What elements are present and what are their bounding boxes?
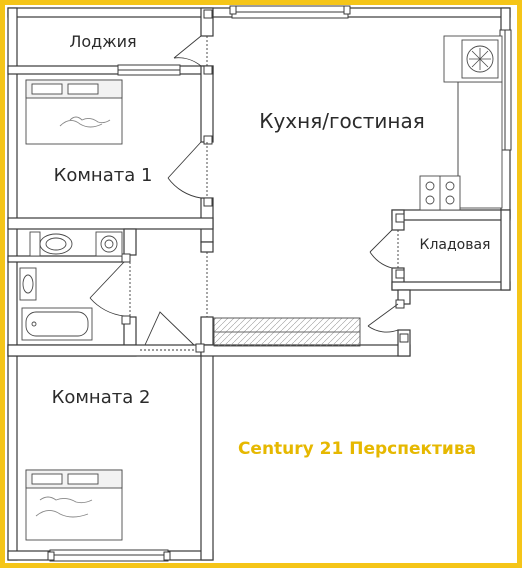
stove-icon	[425, 181, 455, 205]
wall-room1-bottom	[7, 217, 214, 230]
wall-kitchen-bottom	[200, 344, 411, 357]
wall-storage-bottom	[391, 281, 511, 291]
wall-left	[7, 7, 18, 561]
wall-right-storage	[500, 209, 511, 291]
door-kitchen	[367, 303, 399, 333]
wall-room2-top	[7, 344, 214, 357]
room-label-room2: Комната 2	[52, 387, 151, 408]
door-room1	[167, 141, 202, 199]
door-storage	[369, 229, 393, 269]
sink-icon	[19, 267, 37, 301]
door-loggia	[173, 35, 202, 67]
fridge-icon	[461, 39, 499, 79]
door-room2	[144, 311, 195, 346]
wall-center-mid	[200, 65, 214, 143]
wall-room2-right	[200, 344, 214, 561]
bathtub-icon	[21, 307, 93, 341]
room-label-room1: Комната 1	[54, 165, 153, 186]
room-label-kitchen: Кухня/гостиная	[259, 109, 424, 133]
bed-room1-icon	[25, 79, 123, 145]
doors	[89, 35, 399, 351]
toilet-icon	[29, 231, 73, 257]
brand-watermark: Century 21 Перспектива	[238, 439, 476, 459]
bed-room2-icon	[25, 469, 123, 541]
wall-corridor-upper	[200, 241, 214, 253]
furniture	[19, 35, 503, 541]
wardrobe-icon	[213, 317, 361, 347]
wall-bath-right	[123, 228, 137, 256]
washing-machine-icon	[95, 231, 123, 257]
room-label-storage: Кладовая	[420, 237, 491, 253]
windows	[47, 5, 512, 562]
door-bath	[89, 261, 125, 317]
wall-toilet-divider	[7, 255, 125, 263]
wall-loggia-bottom	[7, 65, 214, 75]
wall-storage-top	[391, 209, 511, 221]
room-label-loggia: Лоджия	[69, 32, 136, 51]
